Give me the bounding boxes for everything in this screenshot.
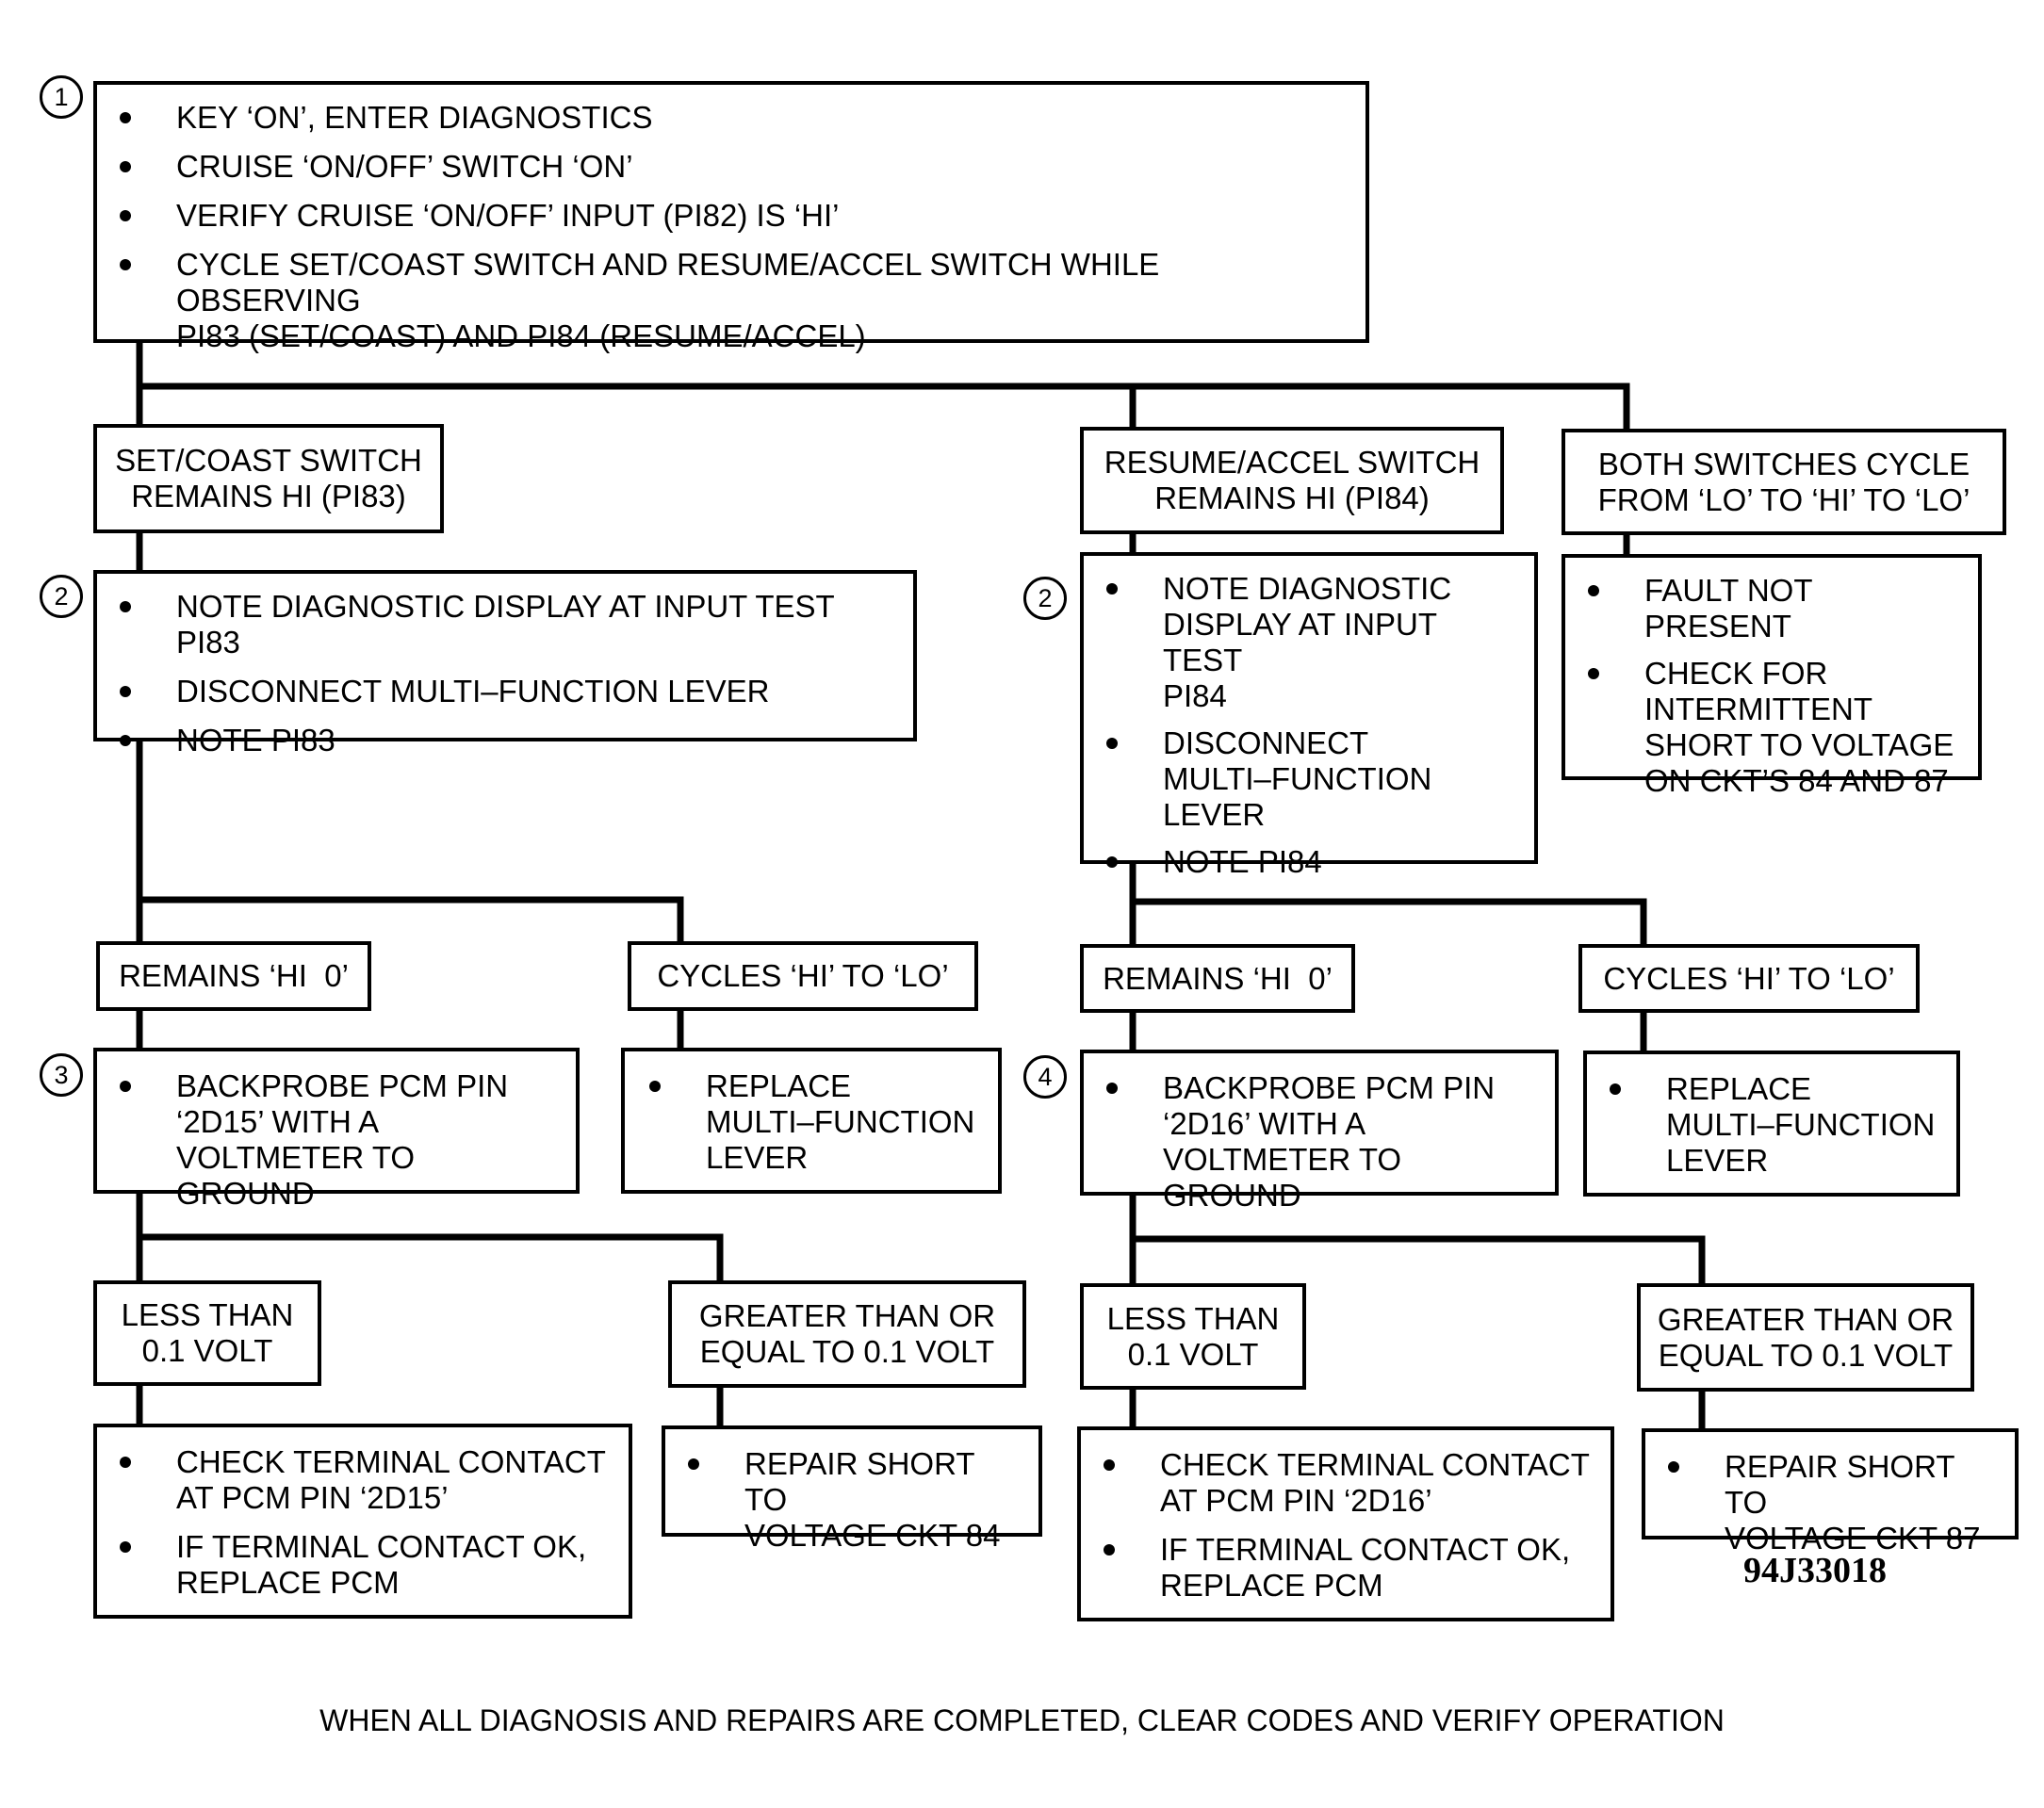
list-item: NOTE PI83 bbox=[120, 723, 896, 758]
list-item: CHECK TERMINAL CONTACT AT PCM PIN ‘2D16’ bbox=[1104, 1447, 1594, 1519]
right-step4-box: BACKPROBE PCM PIN ‘2D16’ WITH A VOLTMETE… bbox=[1080, 1050, 1559, 1213]
left-check-terminal-box: CHECK TERMINAL CONTACT AT PCM PIN ‘2D15’… bbox=[93, 1424, 632, 1619]
list-item: BACKPROBE PCM PIN ‘2D15’ WITH A VOLTMETE… bbox=[120, 1068, 559, 1212]
both-switches-condition-box: BOTH SWITCHES CYCLE FROM ‘LO’ TO ‘HI’ TO… bbox=[1562, 429, 2006, 535]
list-item: REPLACE MULTI–FUNCTION LEVER bbox=[649, 1068, 981, 1176]
list-item: IF TERMINAL CONTACT OK, REPLACE PCM bbox=[1104, 1532, 1594, 1604]
bullet-icon bbox=[120, 1457, 131, 1468]
list-item: BACKPROBE PCM PIN ‘2D16’ WITH A VOLTMETE… bbox=[1106, 1070, 1538, 1213]
bullet-icon bbox=[120, 1081, 131, 1092]
list-item: NOTE PI84 bbox=[1106, 844, 1517, 880]
list-item: VERIFY CRUISE ‘ON/OFF’ INPUT (PI82) IS ‘… bbox=[120, 198, 1349, 234]
list-item: FAULT NOT PRESENT bbox=[1588, 573, 1961, 644]
left-greater-than-box: GREATER THAN OR EQUAL TO 0.1 VOLT bbox=[668, 1280, 1026, 1388]
list-item: DISCONNECT MULTI–FUNCTION LEVER bbox=[1106, 725, 1517, 833]
bullet-icon bbox=[1588, 668, 1599, 679]
footer-note: WHEN ALL DIAGNOSIS AND REPAIRS ARE COMPL… bbox=[319, 1703, 1725, 1737]
bullet-icon bbox=[1104, 1459, 1115, 1471]
right-step2-box: NOTE DIAGNOSTIC DISPLAY AT INPUT TEST PI… bbox=[1080, 552, 1538, 879]
list-item: CHECK TERMINAL CONTACT AT PCM PIN ‘2D15’ bbox=[120, 1444, 612, 1516]
list-item: NOTE DIAGNOSTIC DISPLAY AT INPUT TEST PI… bbox=[120, 589, 896, 660]
bullet-icon bbox=[120, 259, 131, 270]
bullet-icon bbox=[688, 1458, 699, 1470]
bullet-icon bbox=[649, 1081, 661, 1092]
step-marker-3: 3 bbox=[40, 1053, 83, 1097]
start-box: KEY ‘ON’, ENTER DIAGNOSTICS CRUISE ‘ON/O… bbox=[93, 81, 1369, 353]
list-item: REPAIR SHORT TO VOLTAGE CKT 84 bbox=[688, 1446, 1022, 1554]
bullet-icon bbox=[1104, 1544, 1115, 1556]
list-item: CRUISE ‘ON/OFF’ SWITCH ‘ON’ bbox=[120, 149, 1349, 185]
right-repair-short-box: REPAIR SHORT TO VOLTAGE CKT 87 bbox=[1642, 1428, 2019, 1556]
left-cycles-box: CYCLES ‘HI’ TO ‘LO’ bbox=[628, 941, 978, 1011]
bullet-icon bbox=[1106, 583, 1118, 595]
list-item: NOTE DIAGNOSTIC DISPLAY AT INPUT TEST PI… bbox=[1106, 571, 1517, 714]
bullet-icon bbox=[1668, 1461, 1679, 1473]
step-marker-1: 1 bbox=[40, 75, 83, 119]
left-step3-box: BACKPROBE PCM PIN ‘2D15’ WITH A VOLTMETE… bbox=[93, 1048, 580, 1211]
bullet-icon bbox=[1106, 738, 1118, 749]
both-switches-result-box: FAULT NOT PRESENT CHECK FOR INTERMITTENT… bbox=[1562, 554, 1982, 798]
list-item: REPAIR SHORT TO VOLTAGE CKT 87 bbox=[1668, 1449, 1998, 1556]
bullet-icon bbox=[120, 735, 131, 746]
right-less-than-box: LESS THAN 0.1 VOLT bbox=[1080, 1283, 1306, 1390]
left-replace-box: REPLACE MULTI–FUNCTION LEVER bbox=[621, 1048, 1002, 1194]
bullet-icon bbox=[120, 161, 131, 172]
bullet-icon bbox=[1106, 1083, 1118, 1094]
step-marker-2-right: 2 bbox=[1023, 577, 1067, 620]
bullet-icon bbox=[1106, 856, 1118, 868]
right-check-terminal-box: CHECK TERMINAL CONTACT AT PCM PIN ‘2D16’… bbox=[1077, 1426, 1614, 1621]
list-item: DISCONNECT MULTI–FUNCTION LEVER bbox=[120, 674, 896, 709]
resume-accel-condition-box: RESUME/ACCEL SWITCH REMAINS HI (PI84) bbox=[1080, 427, 1504, 534]
bullet-icon bbox=[1610, 1083, 1621, 1095]
bullet-icon bbox=[120, 1541, 131, 1553]
bullet-icon bbox=[120, 686, 131, 697]
right-replace-box: REPLACE MULTI–FUNCTION LEVER bbox=[1583, 1051, 1960, 1197]
list-item: KEY ‘ON’, ENTER DIAGNOSTICS bbox=[120, 100, 1349, 136]
set-coast-condition-box: SET/COAST SWITCH REMAINS HI (PI83) bbox=[93, 424, 444, 533]
list-item: CHECK FOR INTERMITTENT SHORT TO VOLTAGE … bbox=[1588, 656, 1961, 799]
step-marker-4: 4 bbox=[1023, 1055, 1067, 1099]
bullet-icon bbox=[120, 210, 131, 221]
left-remains-hi-box: REMAINS ‘HI 0’ bbox=[96, 941, 371, 1011]
right-greater-than-box: GREATER THAN OR EQUAL TO 0.1 VOLT bbox=[1637, 1283, 1974, 1392]
bullet-icon bbox=[1588, 585, 1599, 596]
list-item: CYCLE SET/COAST SWITCH AND RESUME/ACCEL … bbox=[120, 247, 1349, 354]
left-repair-short-box: REPAIR SHORT TO VOLTAGE CKT 84 bbox=[662, 1425, 1042, 1553]
bullet-icon bbox=[120, 112, 131, 123]
step-marker-2-left: 2 bbox=[40, 575, 83, 618]
left-step2-box: NOTE DIAGNOSTIC DISPLAY AT INPUT TEST PI… bbox=[93, 570, 917, 757]
left-less-than-box: LESS THAN 0.1 VOLT bbox=[93, 1280, 321, 1386]
list-item: IF TERMINAL CONTACT OK, REPLACE PCM bbox=[120, 1529, 612, 1601]
figure-code: 94J33018 bbox=[1743, 1551, 1887, 1590]
right-remains-hi-box: REMAINS ‘HI 0’ bbox=[1080, 944, 1355, 1013]
bullet-icon bbox=[120, 601, 131, 612]
list-item: REPLACE MULTI–FUNCTION LEVER bbox=[1610, 1071, 1939, 1179]
right-cycles-box: CYCLES ‘HI’ TO ‘LO’ bbox=[1578, 944, 1920, 1013]
